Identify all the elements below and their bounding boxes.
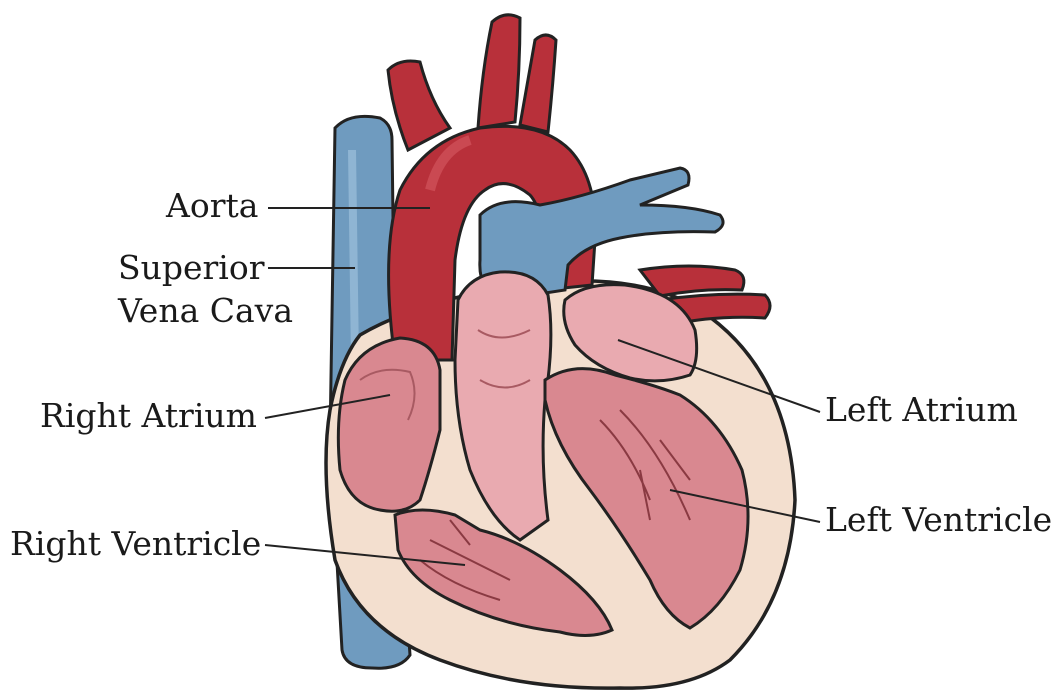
- label-left-atrium: Left Atrium: [825, 390, 1018, 430]
- label-right-atrium: Right Atrium: [40, 396, 257, 436]
- label-superior-vena-cava: Superior Vena Cava: [118, 246, 293, 332]
- label-aorta: Aorta: [166, 186, 258, 226]
- right-atrium-chamber: [338, 338, 440, 511]
- label-right-ventricle: Right Ventricle: [10, 524, 261, 564]
- label-left-ventricle: Left Ventricle: [825, 500, 1052, 540]
- label-svc-line1: Superior: [118, 246, 293, 289]
- label-svc-line2: Vena Cava: [118, 289, 293, 332]
